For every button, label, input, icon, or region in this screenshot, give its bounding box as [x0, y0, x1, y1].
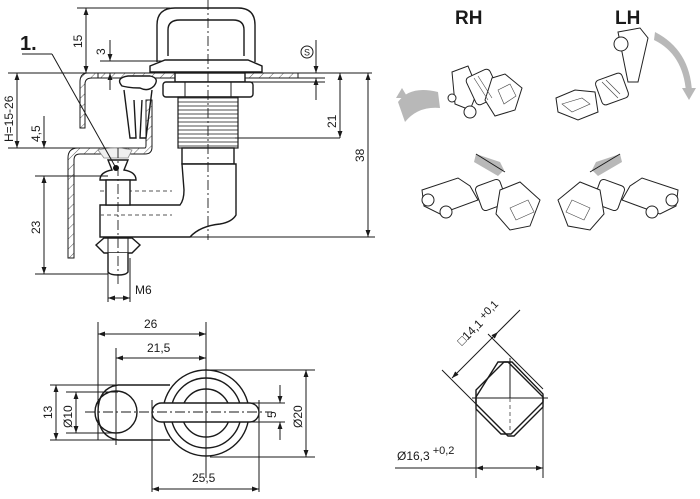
dim-bolt-diameter: Ø10: [61, 405, 75, 428]
dim-thread: M6: [135, 283, 152, 297]
dim-lower-height: 23: [29, 220, 43, 234]
dim-outer-width: 26: [144, 317, 158, 331]
label-left-hand: LH: [615, 8, 640, 29]
bracket-lower: [67, 99, 153, 259]
handle-ring-inner: [167, 19, 245, 56]
dim-handle-thickness: 5: [265, 411, 279, 418]
svg-text:S: S: [304, 48, 310, 58]
lh-lock-sketch-2: [557, 153, 679, 231]
bracket-upper: [79, 72, 99, 129]
front-view: 26 21,5 25,5 13 Ø10 5 Ø20: [41, 317, 315, 492]
clip-head: [118, 75, 157, 91]
dim-tab-height: 13: [41, 405, 55, 419]
dim-flange-diameter: Ø20: [291, 405, 305, 428]
cutout-shape: [475, 361, 544, 437]
rotate-cw-arrow-icon: [654, 32, 692, 92]
handle-ring: [156, 7, 256, 62]
rh-lock-sketch-2: [421, 153, 541, 231]
dim-top-height: 15: [71, 34, 85, 48]
push-arrow-icon: [474, 154, 504, 176]
dim-clip-offset: 3: [94, 48, 108, 55]
flange: [149, 59, 263, 73]
dim-cutout-diameter: Ø16,3+0,2: [397, 445, 454, 463]
push-arrow-icon: [592, 154, 622, 176]
dim-center-distance: 21,5: [147, 341, 171, 355]
item-leader: [51, 53, 117, 169]
side-view: 1. 15 3 H=15-26 4,5 23 M6 S 21 38: [2, 0, 375, 302]
item-marker: 1.: [20, 33, 37, 55]
lh-lock-sketch: [555, 27, 696, 121]
cam-arm: [99, 163, 237, 238]
rh-lock-sketch: [396, 65, 523, 122]
panel-cutout: □14,1+0,1 Ø16,3+0,2: [395, 298, 548, 478]
clip-ghost: [97, 147, 133, 159]
dim-body-height: 21: [325, 114, 339, 128]
dim-total-height: 38: [353, 148, 367, 162]
panel-thickness-symbol: [300, 45, 314, 59]
clip-legs: [123, 89, 153, 139]
label-right-hand: RH: [455, 8, 482, 29]
dim-cutout-square: □14,1+0,1: [454, 298, 504, 348]
rotate-ccw-arrow-icon: [398, 89, 440, 122]
dim-handle-width: 25,5: [192, 471, 216, 485]
dim-spacing: 4,5: [29, 125, 43, 142]
washer: [174, 72, 246, 83]
orientation-views: RH LH: [396, 8, 696, 231]
dim-panel-range: H=15-26: [2, 95, 16, 142]
